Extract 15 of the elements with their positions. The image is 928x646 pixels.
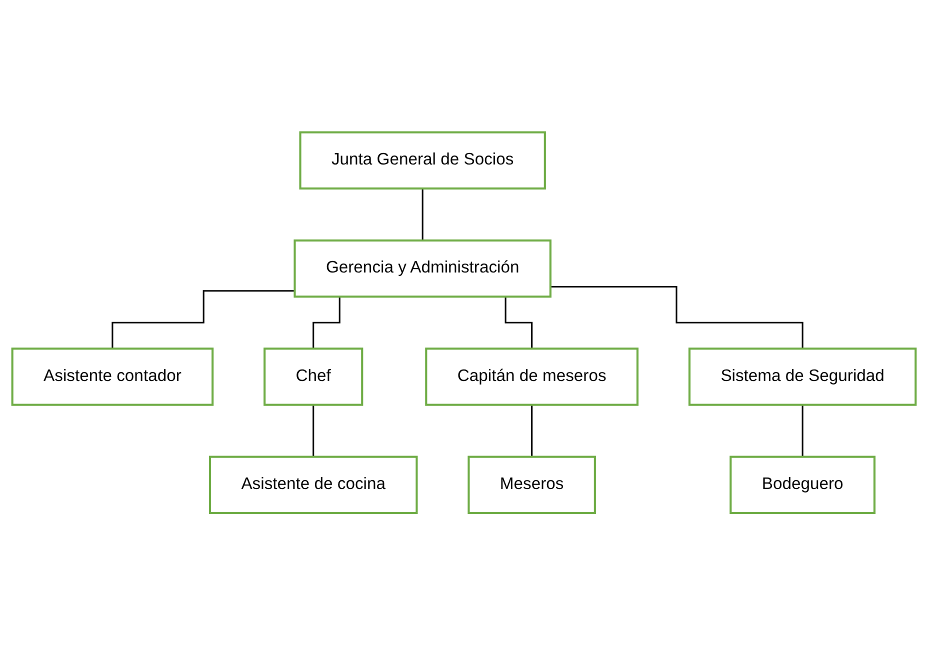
node-box: Gerencia y Administración [294,240,552,298]
node-box: Chef [264,348,364,406]
connector [531,404,533,458]
node-box: Sistema de Seguridad [688,348,917,406]
node-box: Bodeguero [730,456,876,514]
node-box: Capitán de meseros [425,348,639,406]
connector [112,290,295,350]
connector [802,404,804,458]
connector [312,404,314,458]
connector [422,188,424,242]
node-box: Junta General de Socios [299,132,546,190]
node-box: Asistente contador [11,348,214,406]
node-box: Asistente de cocina [208,456,418,514]
node-box: Meseros [468,456,596,514]
connector [550,286,804,350]
